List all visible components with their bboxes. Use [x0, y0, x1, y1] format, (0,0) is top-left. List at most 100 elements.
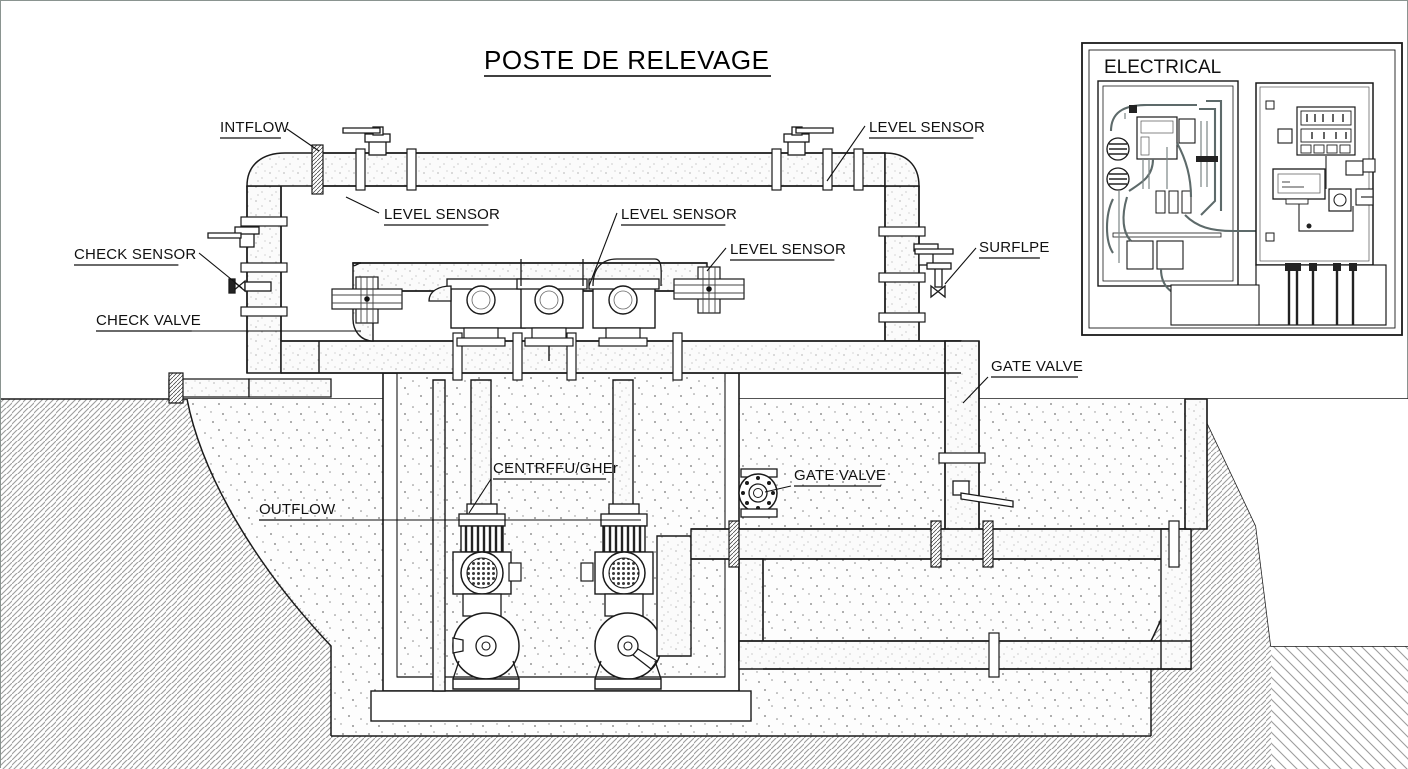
- flange: [822, 148, 833, 191]
- label-text-centrifugal: CENTRFFU/GHEr: [493, 460, 618, 477]
- motor-body: [602, 525, 646, 553]
- buried-riser-from-pump: [656, 535, 692, 657]
- flange: [240, 216, 288, 227]
- lever-valve-left[interactable]: [207, 226, 260, 248]
- surge-valve-stem: [934, 266, 943, 288]
- leader-line-level-sensor-1: [345, 196, 380, 214]
- chamber-inner: [396, 372, 726, 678]
- gate-valve-face[interactable]: [738, 468, 778, 518]
- label-text-level-sensor-1: LEVEL SENSOR: [384, 206, 500, 223]
- buried-far-right-up: [1184, 398, 1208, 530]
- indicator-lamp-3: [1362, 158, 1376, 173]
- right-drop-pipe: [944, 340, 980, 532]
- pump-drop-pipes: [432, 379, 634, 692]
- header-right-elbow: [884, 152, 920, 187]
- leader-line-surflpe: [944, 247, 977, 285]
- terminal-strip-3: [1181, 190, 1192, 214]
- label-level-sensor-4: LEVEL SENSOR: [826, 119, 985, 182]
- cable-gland: [1196, 156, 1218, 162]
- surge-valve-group[interactable]: [926, 262, 952, 299]
- breaker-block: [1126, 240, 1154, 270]
- pump-base: [452, 678, 520, 690]
- label-text-gate-valve-1: GATE VALVE: [991, 358, 1083, 375]
- motor-terminal-box: [508, 562, 522, 582]
- lever-valves-group: [207, 126, 1014, 508]
- indicator-lamp-2: [1345, 160, 1364, 176]
- flange: [878, 226, 926, 237]
- pump-leg-l: [452, 660, 460, 680]
- manifold-valve-1[interactable]: [446, 278, 530, 347]
- leader-line-gate-valve-1: [962, 376, 989, 404]
- flange: [672, 332, 683, 381]
- label-level-sensor-2: LEVEL SENSOR: [588, 206, 737, 287]
- label-text-inflow: INTFLOW: [220, 119, 290, 136]
- label-gate-valve-2: GATE VALVE: [764, 467, 886, 493]
- pump-base: [594, 678, 662, 690]
- flange: [566, 332, 577, 381]
- flange: [878, 272, 926, 283]
- flange: [355, 148, 366, 191]
- label-centrifugal: CENTRFFU/GHEr: [468, 460, 618, 514]
- leader-line-gate-valve-2: [764, 485, 792, 493]
- lever-valve-top-right[interactable]: [783, 126, 834, 156]
- manifold-valve-3[interactable]: [588, 278, 660, 347]
- terminal-strip-1: [1155, 190, 1166, 214]
- motor-fan-mesh: [608, 557, 640, 589]
- manifold-valve-2[interactable]: [516, 278, 588, 347]
- motor-terminal-box: [580, 562, 594, 582]
- annotation-labels: INTFLOW LEVEL SENSOR LEVEL SENSOR LEVEL SEN…: [74, 119, 1083, 521]
- label-text-check-sensor: CHECK SENSOR: [74, 246, 196, 263]
- label-text-outflow: OUTFLOW: [259, 501, 336, 518]
- pump-leg-r: [654, 660, 662, 680]
- flange: [853, 148, 864, 191]
- page-title: POSTE DE RELEVAGE: [484, 45, 769, 75]
- flange: [240, 306, 288, 317]
- pump-suction-nozzle: [452, 637, 464, 654]
- header-left-riser: [246, 185, 282, 374]
- pump-1[interactable]: [452, 503, 522, 690]
- lever-valve-inflow[interactable]: [342, 126, 391, 156]
- panel-hinge-top: [1265, 100, 1275, 110]
- motor-body: [460, 525, 504, 553]
- label-text-gate-valve-2: GATE VALVE: [794, 467, 886, 484]
- junction-block: [1129, 105, 1137, 113]
- flange: [938, 452, 986, 464]
- leader-line-level-sensor-3: [706, 247, 727, 272]
- chamber-inlet-drop: [432, 379, 446, 692]
- excavation-outline-left: [186, 398, 332, 736]
- pump-2[interactable]: [580, 503, 662, 690]
- surge-valve-hand: [926, 262, 952, 270]
- label-gate-valve-1: GATE VALVE: [962, 358, 1083, 404]
- inset-title: ELECTRICAL: [1104, 57, 1221, 78]
- header-left-elbow: [246, 152, 320, 187]
- flange: [982, 520, 994, 568]
- breaker-block-2: [1156, 240, 1184, 270]
- flange: [930, 520, 942, 568]
- relay: [1178, 118, 1196, 144]
- level-sensor-cross-left[interactable]: [331, 276, 403, 324]
- check-valve-cap: [228, 278, 236, 294]
- lever-valve-buried[interactable]: [952, 480, 1014, 508]
- flange: [878, 312, 926, 323]
- panel-internal-wires: [1298, 156, 1373, 232]
- flange: [512, 332, 523, 381]
- surface-inlet-pipe: [168, 372, 332, 404]
- label-inflow: INTFLOW: [220, 119, 320, 152]
- buried-discharge-piping: [656, 398, 1208, 670]
- leader-line-level-sensor-4: [826, 125, 866, 182]
- electrical-inset[interactable]: ELECTRICAL: [1081, 42, 1403, 336]
- label-level-sensor-1: LEVEL SENSOR: [345, 196, 500, 226]
- check-valve-stem: [244, 281, 272, 292]
- label-text-level-sensor-2: LEVEL SENSOR: [621, 206, 737, 223]
- lever-valve-right[interactable]: [913, 243, 954, 266]
- level-sensor-cross-right[interactable]: [673, 266, 745, 314]
- wet-well-chamber: [370, 372, 752, 722]
- pump-discharge-nozzle: [632, 648, 658, 670]
- label-outflow: OUTFLOW: [259, 501, 641, 521]
- surge-valve-body: [930, 284, 946, 299]
- label-text-level-sensor-4: LEVEL SENSOR: [869, 119, 985, 136]
- pipe-flanges: [240, 144, 986, 464]
- terminal-strip-2: [1168, 190, 1179, 214]
- valve-risers: [520, 258, 662, 287]
